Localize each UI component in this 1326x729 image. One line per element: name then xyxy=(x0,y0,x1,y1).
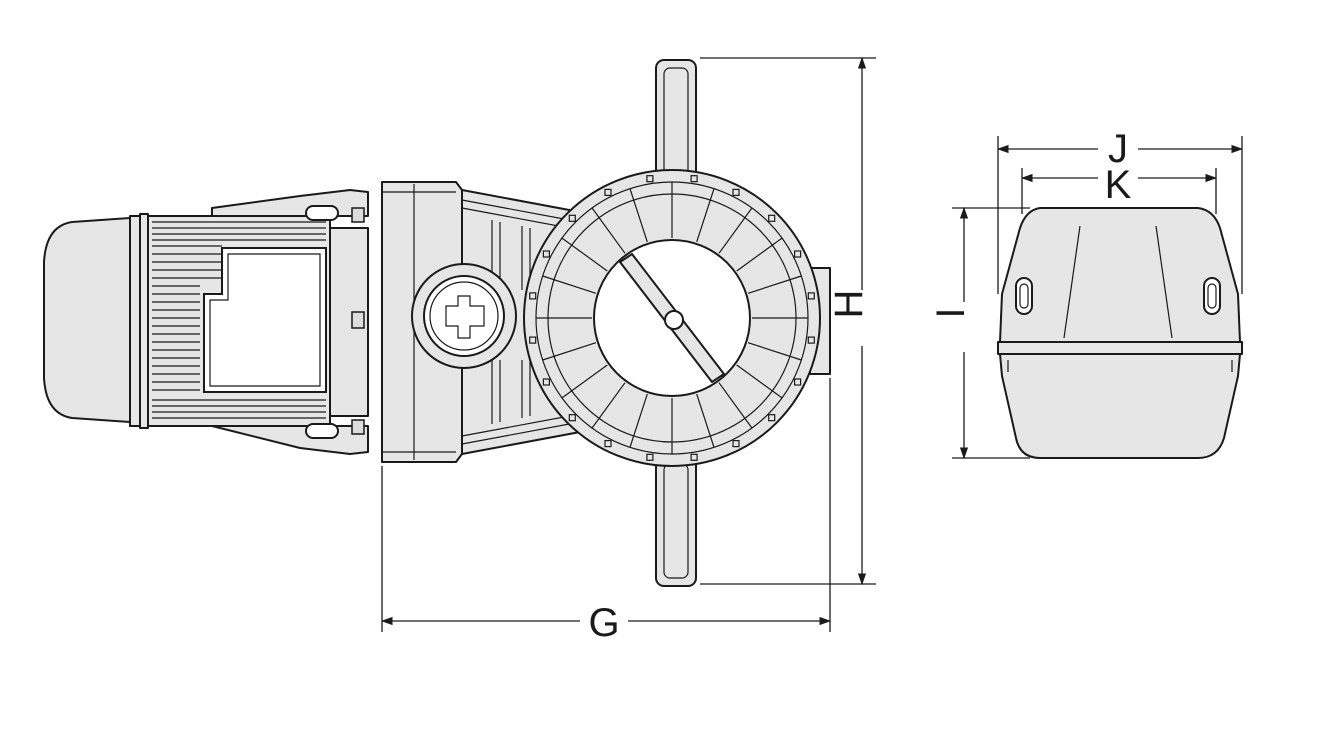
lid-rib xyxy=(736,237,783,272)
dimension-lines xyxy=(380,56,1244,632)
lid-rib xyxy=(561,237,608,272)
lid-rib xyxy=(629,188,648,243)
lid-tab xyxy=(732,188,740,196)
dim-label-h: H xyxy=(827,290,871,319)
lid-tab xyxy=(793,250,802,258)
suction-port-inner xyxy=(429,281,499,351)
pump-side-view xyxy=(43,59,831,587)
dim-label-g: G xyxy=(588,601,619,645)
strainer-lid-segments xyxy=(529,175,815,461)
lid-tab xyxy=(732,440,740,448)
dim-label-k: K xyxy=(1105,163,1132,207)
lid-tab xyxy=(807,292,815,300)
lid-handle-bottom xyxy=(655,455,697,587)
dim-label-j: J xyxy=(1108,127,1128,171)
lid-rib xyxy=(591,207,626,254)
foot-slot-top xyxy=(305,205,339,221)
lid-tab xyxy=(807,336,815,344)
dim-label-i: I xyxy=(929,307,973,318)
lid-rib xyxy=(629,393,648,448)
suction-port-cross xyxy=(445,295,485,339)
motor-fan-cover xyxy=(43,217,131,423)
lid-tab xyxy=(604,440,612,448)
lid-center-knob xyxy=(664,310,684,330)
lid-tab xyxy=(690,453,698,461)
lid-tab xyxy=(568,414,576,422)
foot-slot-bottom xyxy=(305,423,339,439)
motor-end-ring-2 xyxy=(139,213,149,429)
adapter-bolt-1 xyxy=(351,207,365,223)
lid-rib xyxy=(591,382,626,429)
lid-tab xyxy=(793,378,802,386)
lid-tab xyxy=(542,250,551,258)
terminal-box-inner xyxy=(209,253,321,387)
motor-cooling-fins xyxy=(152,221,326,419)
lid-tab xyxy=(646,453,654,461)
end-view-base xyxy=(999,353,1241,459)
motor-top-bracket xyxy=(211,189,369,217)
lid-rib xyxy=(696,393,715,448)
lid-tab xyxy=(529,292,537,300)
adapter-bolt-3 xyxy=(351,419,365,435)
motor-bottom-bracket xyxy=(211,425,369,455)
lid-rib xyxy=(542,342,597,361)
lid-tab xyxy=(646,175,654,183)
lid-rib xyxy=(542,275,597,294)
lid-rib xyxy=(696,188,715,243)
lid-tab xyxy=(768,414,776,422)
lid-rib xyxy=(718,207,753,254)
lid-tab xyxy=(768,214,776,222)
lid-rib xyxy=(718,382,753,429)
pump-end-view xyxy=(997,207,1243,459)
lid-rib xyxy=(747,275,802,294)
adapter-bolt-2 xyxy=(351,311,365,329)
lid-tab xyxy=(568,214,576,222)
motor-end-ring xyxy=(129,215,141,427)
end-view-top-cover xyxy=(999,207,1241,343)
suction-port-ring xyxy=(423,275,505,357)
lid-tab xyxy=(529,336,537,344)
lid-tab xyxy=(690,175,698,183)
lid-rib xyxy=(747,342,802,361)
lid-rib xyxy=(561,364,608,399)
lid-rib xyxy=(736,364,783,399)
terminal-box xyxy=(203,247,327,393)
lid-tab xyxy=(604,188,612,196)
end-view-band xyxy=(997,341,1243,355)
lid-tab xyxy=(542,378,551,386)
